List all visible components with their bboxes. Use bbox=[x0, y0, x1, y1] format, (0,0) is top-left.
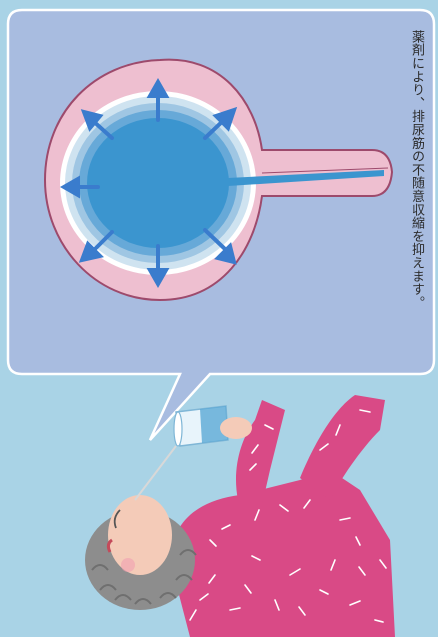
hand bbox=[220, 417, 252, 439]
cheek bbox=[121, 558, 135, 572]
water-glass-icon bbox=[174, 406, 228, 446]
face bbox=[108, 495, 172, 575]
caption-text: 薬剤により、排尿筋の不随意収縮を抑えます。 bbox=[392, 30, 426, 360]
